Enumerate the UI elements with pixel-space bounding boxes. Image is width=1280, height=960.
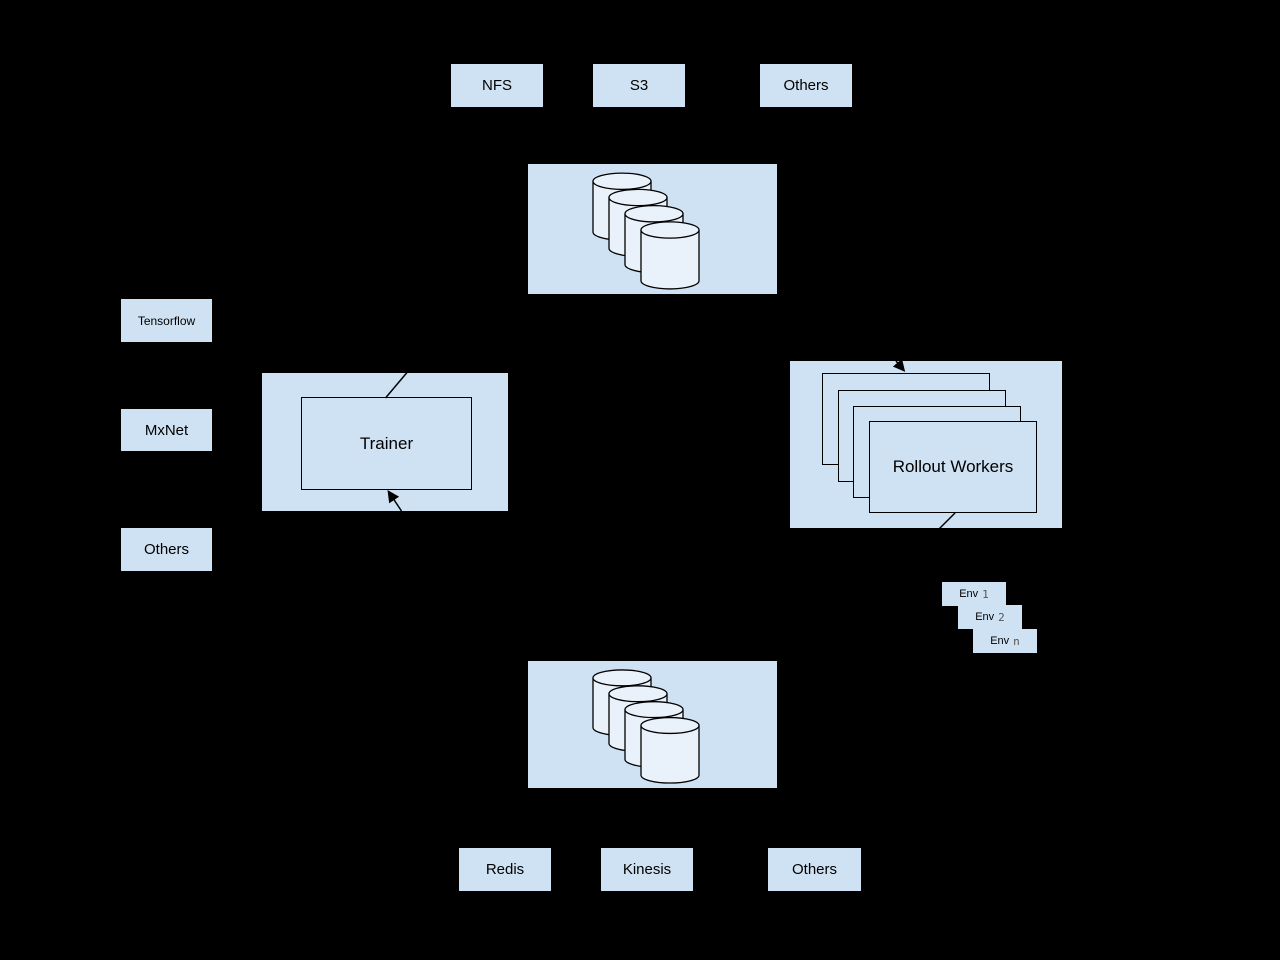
node-mxnet: MxNet (121, 409, 212, 451)
node-others-frameworks-label: Others (143, 541, 189, 558)
env-2-index: 2 (998, 610, 1005, 624)
rollout-workers-label: Rollout Workers (892, 457, 1014, 476)
env-n-label: Env (990, 635, 1010, 647)
database-cylinders-icon (592, 669, 700, 784)
node-tensorflow-label: Tensorflow (137, 313, 196, 328)
env-node-1: Env 1 (942, 582, 1006, 606)
env-1-index: 1 (982, 587, 989, 601)
database-cylinders-icon (592, 172, 700, 290)
trainer-label: Trainer (359, 433, 414, 453)
node-s3: S3 (593, 64, 685, 107)
node-others-frameworks: Others (121, 528, 212, 571)
rollout-workers-node: Rollout Workers (869, 421, 1037, 513)
node-s3-label: S3 (629, 77, 649, 94)
node-others-bottom-label: Others (791, 861, 837, 878)
node-tensorflow: Tensorflow (121, 299, 212, 342)
rollout-workers-container: Rollout Workers (790, 361, 1062, 528)
node-others-top-label: Others (783, 77, 829, 94)
node-kinesis-label: Kinesis (622, 861, 672, 878)
env-1-label: Env (959, 588, 979, 600)
node-others-bottom: Others (768, 848, 861, 891)
node-nfs-label: NFS (482, 77, 512, 94)
node-others-top: Others (760, 64, 852, 107)
model-storage-node (528, 164, 777, 294)
node-redis: Redis (459, 848, 551, 891)
node-kinesis: Kinesis (601, 848, 693, 891)
env-2-label: Env (975, 611, 995, 623)
node-mxnet-label: MxNet (144, 421, 189, 439)
env-node-2: Env 2 (958, 605, 1022, 629)
node-nfs: NFS (451, 64, 543, 107)
trainer-node: Trainer (301, 397, 472, 490)
env-node-n: Env n (973, 629, 1037, 653)
trainer-container: Trainer (262, 373, 508, 511)
env-n-index: n (1013, 634, 1020, 648)
data-storage-node (528, 661, 777, 788)
node-redis-label: Redis (485, 861, 525, 878)
